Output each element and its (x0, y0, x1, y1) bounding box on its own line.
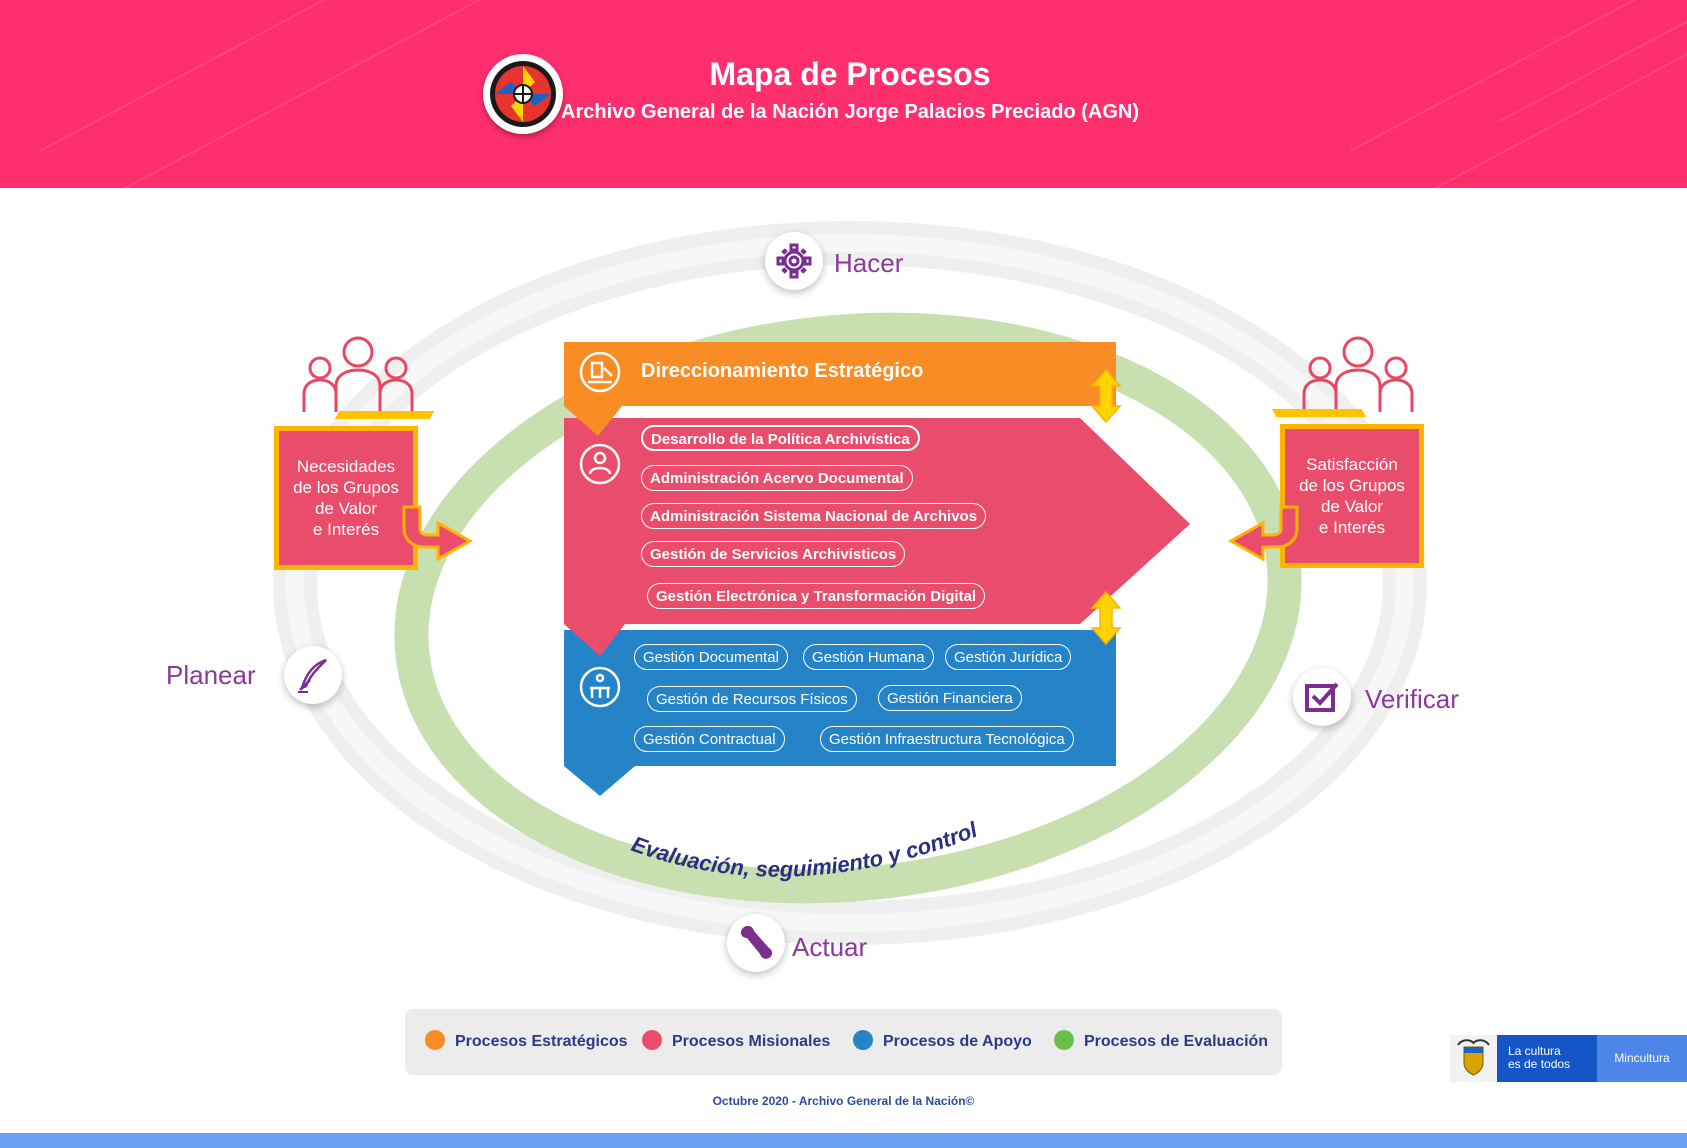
necesidades-line-2: de los Grupos (293, 478, 399, 497)
double-arrow-top (1090, 368, 1122, 424)
verificar-label: Verificar (1365, 684, 1459, 714)
hacer-label: Hacer (834, 248, 904, 278)
apoyo-pill-7: Gestión Infraestructura Tecnológica (820, 726, 1074, 752)
coat-of-arms-icon (1450, 1035, 1497, 1082)
misional-pill-5: Gestión Electrónica y Transformación Dig… (647, 583, 986, 609)
people-icon-left (302, 336, 414, 412)
page-title: Mapa de Procesos (709, 56, 991, 92)
necesidades-line-1: Necesidades (296, 457, 396, 476)
apoyo-pill-1: Gestión Documental (634, 644, 788, 670)
legend: Procesos Estratégicos Procesos Misionale… (405, 1009, 1282, 1075)
right-box-accent (1271, 409, 1367, 417)
misional-pill-2: Administración Acervo Documental (641, 465, 913, 491)
actuar-icon-circle (727, 914, 785, 972)
header-banner (0, 0, 1687, 188)
legend-label: Procesos Misionales (672, 1033, 831, 1050)
apoyo-icon (579, 666, 621, 708)
left-box-accent (334, 411, 435, 419)
left-curved-arrow (402, 505, 474, 562)
misional-pill-3: Administración Sistema Nacional de Archi… (641, 503, 987, 529)
apoyo-pill-3: Gestión Jurídica (945, 644, 1072, 670)
misional-pill-1: Desarrollo de la Política Archivística (641, 425, 920, 451)
legend-dot-orange (425, 1030, 445, 1050)
necesidades-line-4: e Interés (312, 520, 380, 539)
right-curved-arrow (1227, 505, 1299, 562)
legend-item-misionales: Procesos Misionales (642, 1030, 830, 1051)
legend-label: Procesos de Apoyo (883, 1033, 1032, 1050)
estrategico-block (564, 342, 1116, 436)
svg-text:Evaluación, seguimiento y cont: Evaluación, seguimiento y control (628, 817, 981, 882)
people-icon-right (1302, 336, 1414, 412)
wrench-icon (740, 925, 772, 959)
gov-badge: La cultura es de todos Mincultura (1450, 1035, 1687, 1082)
gear-icon (776, 243, 812, 279)
necesidades-box: Necesidades de los Grupos de Valor e Int… (274, 426, 418, 570)
satisfaccion-line-1: Satisfacción (1306, 455, 1398, 474)
quill-pen-icon (298, 658, 327, 693)
satisfaccion-line-2: de los Grupos (1299, 476, 1405, 495)
apoyo-pill-5: Gestión Financiera (878, 685, 1022, 711)
agn-logo (483, 54, 563, 134)
misionales-block (564, 418, 1190, 656)
legend-item-estrategicos: Procesos Estratégicos (425, 1030, 628, 1051)
misional-pill-4: Gestión de Servicios Archivísticos (641, 541, 906, 567)
gov-slogan: La cultura es de todos (1497, 1035, 1597, 1082)
page-subtitle: Archivo General de la Nación Jorge Palac… (561, 101, 1139, 123)
legend-label: Procesos de Evaluación (1084, 1033, 1269, 1050)
legend-item-evaluacion: Procesos de Evaluación (1054, 1030, 1268, 1051)
footer-text: Octubre 2020 - Archivo General de la Nac… (712, 1094, 975, 1108)
legend-item-apoyo: Procesos de Apoyo (853, 1030, 1032, 1051)
satisfaccion-line-4: e Interés (1318, 518, 1386, 537)
apoyo-block (564, 630, 1116, 796)
cycle-background (273, 221, 1427, 945)
actuar-label: Actuar (792, 932, 868, 962)
legend-label: Procesos Estratégicos (455, 1033, 628, 1050)
satisfaccion-line-3: de Valor (1320, 497, 1384, 516)
misionales-icon (579, 443, 621, 485)
legend-dot-green (1054, 1030, 1074, 1050)
estrategico-icon (579, 351, 621, 393)
apoyo-pill-2: Gestión Humana (803, 644, 934, 670)
satisfaccion-box: Satisfacción de los Grupos de Valor e In… (1280, 424, 1424, 568)
checkbox-icon (1305, 682, 1339, 712)
necesidades-line-3: de Valor (314, 499, 378, 518)
legend-dot-blue (853, 1030, 873, 1050)
hacer-icon-circle (765, 232, 823, 290)
evaluacion-text: Evaluación, seguimiento y control (628, 817, 981, 882)
process-blocks (564, 342, 1190, 796)
bottom-bar (0, 1133, 1687, 1148)
ministry-name: Mincultura (1597, 1035, 1687, 1082)
gov-slogan-line-1: La cultura (1508, 1044, 1561, 1058)
evaluacion-label: Evaluación, seguimiento y control (628, 817, 981, 882)
double-arrow-bottom (1090, 590, 1122, 646)
legend-dot-red (642, 1030, 662, 1050)
planear-icon-circle (284, 646, 342, 704)
verificar-icon-circle (1293, 668, 1351, 726)
apoyo-pill-4: Gestión de Recursos Físicos (647, 686, 857, 712)
gov-slogan-line-2: es de todos (1508, 1057, 1571, 1071)
apoyo-pill-6: Gestión Contractual (634, 726, 785, 752)
planear-label: Planear (166, 660, 256, 690)
estrategico-label: Direccionamiento Estratégico (641, 360, 924, 382)
